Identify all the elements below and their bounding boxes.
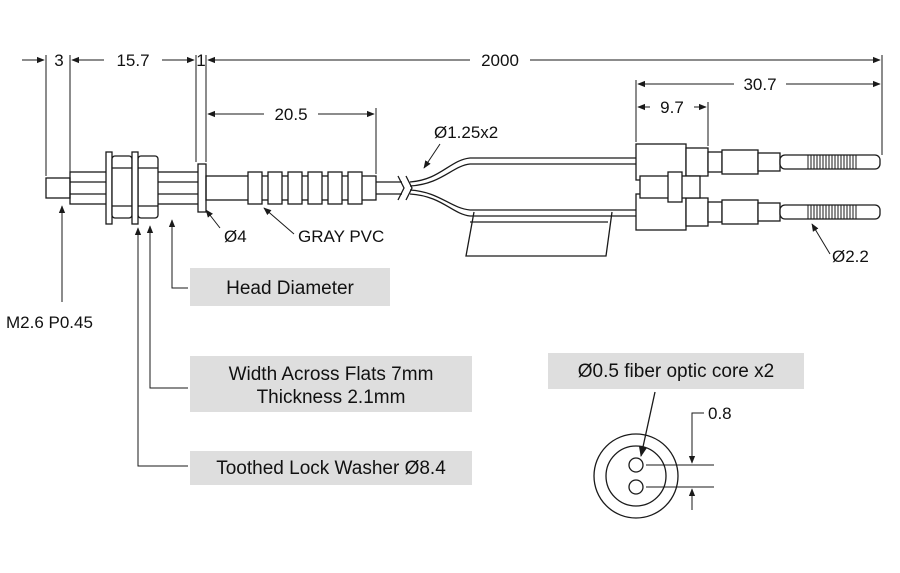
fiber-core-label: Ø0.5 fiber optic core x2 [578, 361, 774, 382]
dim-pin-diameter: Ø2.2 [832, 247, 869, 266]
head-diameter-label: Head Diameter [226, 278, 354, 299]
dim-flange: 1 [196, 51, 205, 70]
head-diameter-box [190, 268, 390, 306]
flange [197, 163, 207, 213]
fiber-core-bottom [628, 479, 644, 495]
nut-spec-line2: Thickness 2.1mm [257, 387, 406, 408]
fiber-cables [376, 157, 636, 257]
dim-sleeve-material: GRAY PVC [298, 227, 384, 246]
connectors [635, 143, 881, 231]
hex-nut-left [111, 155, 133, 219]
dimension-labels: 3 15.7 1 2000 30.7 9.7 20.5 Ø1.25x2 Ø4 G… [6, 51, 869, 423]
dim-thread-spec: M2.6 P0.45 [6, 313, 93, 332]
dim-connector-head: 9.7 [660, 98, 684, 117]
dim-sleeve-length: 20.5 [274, 105, 307, 124]
washer-spec-box [190, 451, 472, 485]
callout-labels: Head Diameter Width Across Flats 7mm Thi… [216, 278, 774, 479]
nut-spec-line1: Width Across Flats 7mm [229, 364, 434, 385]
dim-core-pitch: 0.8 [708, 404, 732, 423]
dim-connector-length: 30.7 [743, 75, 776, 94]
dim-cable-length: 2000 [481, 51, 519, 70]
washer-spec-label: Toothed Lock Washer Ø8.4 [216, 458, 446, 479]
dim-tip-length: 3 [54, 51, 63, 70]
pvc-sleeve [205, 171, 377, 205]
sensor-head [45, 151, 207, 225]
hex-nut-right [137, 155, 159, 219]
dimension-lines [22, 55, 883, 467]
fiber-cross-section [593, 391, 714, 519]
dim-sleeve-diameter: Ø4 [224, 227, 247, 246]
nut-spec-box [190, 356, 472, 412]
fiber-core-top [628, 457, 644, 473]
fiber-core-box [548, 353, 804, 389]
pin-knurl [807, 155, 857, 219]
dim-cable-diameter: Ø1.25x2 [434, 123, 498, 142]
sensor-tip [45, 177, 71, 199]
toothed-lock-washer [105, 151, 113, 225]
dim-thread-length: 15.7 [116, 51, 149, 70]
